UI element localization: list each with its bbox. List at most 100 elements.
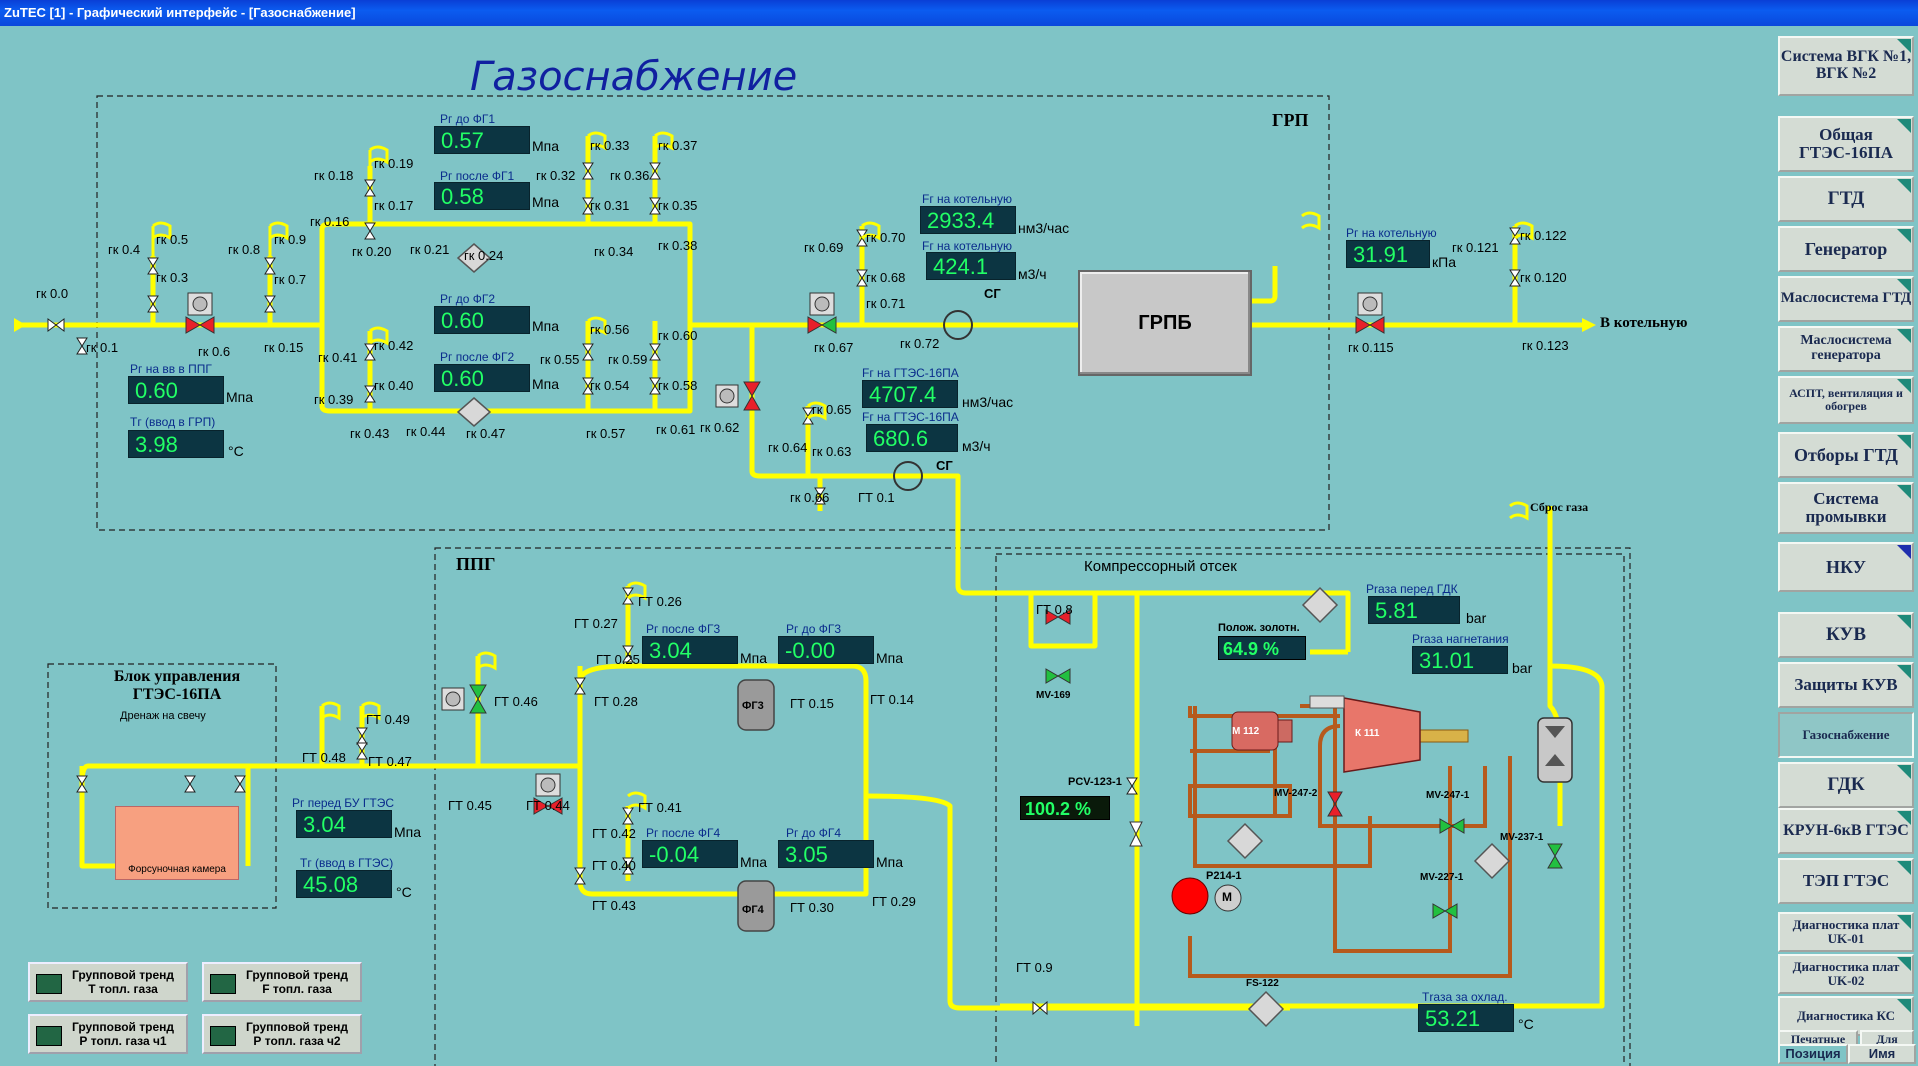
- valve-gk06[interactable]: гк 0.6: [198, 344, 231, 359]
- nav-gas-supply[interactable]: Газоснабжение: [1778, 712, 1914, 758]
- valve-gk072[interactable]: гк 0.72: [900, 336, 940, 351]
- valve-gk038[interactable]: гк 0.38: [658, 238, 698, 253]
- valve-gk031[interactable]: гк 0.31: [590, 198, 630, 213]
- nav-kuv-protection[interactable]: Защиты КУВ: [1778, 662, 1914, 708]
- valve-gk071[interactable]: гк 0.71: [866, 296, 906, 311]
- valve-gt043[interactable]: ГТ 0.43: [592, 898, 636, 913]
- valve-gk019[interactable]: гк 0.19: [374, 156, 414, 171]
- valve-gk035[interactable]: гк 0.35: [658, 198, 698, 213]
- nav-common-gtes[interactable]: Общая ГТЭС-16ПА: [1778, 116, 1914, 172]
- valve-gk066[interactable]: гк 0.66: [790, 490, 830, 505]
- valve-gk068[interactable]: гк 0.68: [866, 270, 906, 285]
- valve-gt01[interactable]: ГТ 0.1: [858, 490, 895, 505]
- valve-gt041[interactable]: ГТ 0.41: [638, 800, 682, 815]
- valve-gt014[interactable]: ГТ 0.14: [870, 692, 914, 707]
- valve-gk043[interactable]: гк 0.43: [350, 426, 390, 441]
- valve-gk03[interactable]: гк 0.3: [156, 270, 189, 285]
- burner-chamber[interactable]: Форсуночная камера: [115, 806, 239, 880]
- nav-diag-uk01[interactable]: Диагностика плат UK-01: [1778, 912, 1914, 952]
- valve-gk061[interactable]: гк 0.61: [656, 422, 696, 437]
- valve-gk062[interactable]: гк 0.62: [700, 420, 740, 435]
- grpb-unit[interactable]: ГРПБ: [1078, 270, 1252, 376]
- valve-gt08[interactable]: ГТ 0.8: [1036, 602, 1073, 617]
- nav-gtd[interactable]: ГТД: [1778, 176, 1914, 222]
- valve-gk059[interactable]: гк 0.59: [608, 352, 648, 367]
- nav-wash-system[interactable]: Система промывки: [1778, 482, 1914, 534]
- valve-gk039[interactable]: гк 0.39: [314, 392, 354, 407]
- valve-gk016[interactable]: гк 0.16: [310, 214, 350, 229]
- valve-gk054[interactable]: гк 0.54: [590, 378, 630, 393]
- nav-oil-generator[interactable]: Маслосистема генератора: [1778, 326, 1914, 372]
- valve-gk015[interactable]: гк 0.15: [264, 340, 304, 355]
- valve-gt047[interactable]: ГТ 0.47: [368, 754, 412, 769]
- valve-gk063[interactable]: гк 0.63: [812, 444, 852, 459]
- nav-aspt[interactable]: АСПТ, вентиляция и обогрев: [1778, 376, 1914, 424]
- valve-gt040[interactable]: ГТ 0.40: [592, 858, 636, 873]
- valve-gt042[interactable]: ГТ 0.42: [592, 826, 636, 841]
- valve-gt027[interactable]: ГТ 0.27: [574, 616, 618, 631]
- nav-kuv[interactable]: КУВ: [1778, 612, 1914, 658]
- valve-gk034[interactable]: гк 0.34: [594, 244, 634, 259]
- nav-vgk-system[interactable]: Система ВГК №1, ВГК №2: [1778, 36, 1914, 96]
- valve-gt015[interactable]: ГТ 0.15: [790, 696, 834, 711]
- valve-gk058[interactable]: гк 0.58: [658, 378, 698, 393]
- valve-gt025[interactable]: ГТ 0.25: [596, 652, 640, 667]
- valve-gt026[interactable]: ГТ 0.26: [638, 594, 682, 609]
- valve-gk033[interactable]: гк 0.33: [590, 138, 630, 153]
- valve-gk00[interactable]: гк 0.0: [36, 286, 69, 301]
- nav-diag-uk02[interactable]: Диагностика плат UK-02: [1778, 954, 1914, 994]
- valve-gk01[interactable]: гк 0.1: [86, 340, 119, 355]
- valve-gk05[interactable]: гк 0.5: [156, 232, 189, 247]
- valve-gt045[interactable]: ГТ 0.45: [448, 798, 492, 813]
- valve-gk07[interactable]: гк 0.7: [274, 272, 307, 287]
- valve-gt044[interactable]: ГТ 0.44: [526, 798, 570, 813]
- valve-gt028[interactable]: ГТ 0.28: [594, 694, 638, 709]
- nav-krun[interactable]: КРУН-6кВ ГТЭС: [1778, 808, 1914, 854]
- valve-gk04[interactable]: гк 0.4: [108, 242, 141, 257]
- valve-gk037[interactable]: гк 0.37: [658, 138, 698, 153]
- valve-gk0121[interactable]: гк 0.121: [1452, 240, 1499, 255]
- valve-gk060[interactable]: гк 0.60: [658, 328, 698, 343]
- valve-gk044[interactable]: гк 0.44: [406, 424, 446, 439]
- valve-gk018[interactable]: гк 0.18: [314, 168, 354, 183]
- nav-oil-gtd[interactable]: Маслосистема ГТД: [1778, 276, 1914, 322]
- valve-gt029[interactable]: ГТ 0.29: [872, 894, 916, 909]
- valve-gk057[interactable]: гк 0.57: [586, 426, 626, 441]
- valve-gk040[interactable]: гк 0.40: [374, 378, 414, 393]
- valve-gk055[interactable]: гк 0.55: [540, 352, 580, 367]
- valve-gk024[interactable]: гк 0.24: [464, 248, 504, 263]
- valve-gt09[interactable]: ГТ 0.9: [1016, 960, 1053, 975]
- valve-gk067[interactable]: гк 0.67: [814, 340, 854, 355]
- valve-gk08[interactable]: гк 0.8: [228, 242, 261, 257]
- nav-gtd-bleeds[interactable]: Отборы ГТД: [1778, 432, 1914, 478]
- valve-gk0120[interactable]: гк 0.120: [1520, 270, 1567, 285]
- nav-gdk[interactable]: ГДК: [1778, 762, 1914, 808]
- valve-gt049[interactable]: ГТ 0.49: [366, 712, 410, 727]
- valve-gk0115[interactable]: гк 0.115: [1348, 340, 1394, 355]
- valve-gt048[interactable]: ГТ 0.48: [302, 750, 346, 765]
- valve-gk0122[interactable]: гк 0.122: [1520, 228, 1567, 243]
- valve-gk042[interactable]: гк 0.42: [374, 338, 414, 353]
- nav-generator[interactable]: Генератор: [1778, 226, 1914, 272]
- valve-gk070[interactable]: гк 0.70: [866, 230, 906, 245]
- valve-gk020[interactable]: гк 0.20: [352, 244, 392, 259]
- valve-gt046[interactable]: ГТ 0.46: [494, 694, 538, 709]
- valve-gk065[interactable]: гк 0.65: [812, 402, 852, 417]
- valve-gk0123[interactable]: гк 0.123: [1522, 338, 1569, 353]
- valve-gk041[interactable]: гк 0.41: [318, 350, 358, 365]
- valve-gk09[interactable]: гк 0.9: [274, 232, 307, 247]
- valve-gk069[interactable]: гк 0.69: [804, 240, 844, 255]
- tab-position[interactable]: Позиция: [1778, 1044, 1848, 1064]
- valve-gt030[interactable]: ГТ 0.30: [790, 900, 834, 915]
- valve-gk017[interactable]: гк 0.17: [374, 198, 414, 213]
- valve-gk021[interactable]: гк 0.21: [410, 242, 450, 257]
- nav-nku[interactable]: НКУ: [1778, 542, 1914, 592]
- valve-gk064[interactable]: гк 0.64: [768, 440, 808, 455]
- valve-gk032[interactable]: гк 0.32: [536, 168, 576, 183]
- valve-gk036[interactable]: гк 0.36: [610, 168, 650, 183]
- valve-gk056[interactable]: гк 0.56: [590, 322, 630, 337]
- nav-tep[interactable]: ТЭП ГТЭС: [1778, 858, 1914, 904]
